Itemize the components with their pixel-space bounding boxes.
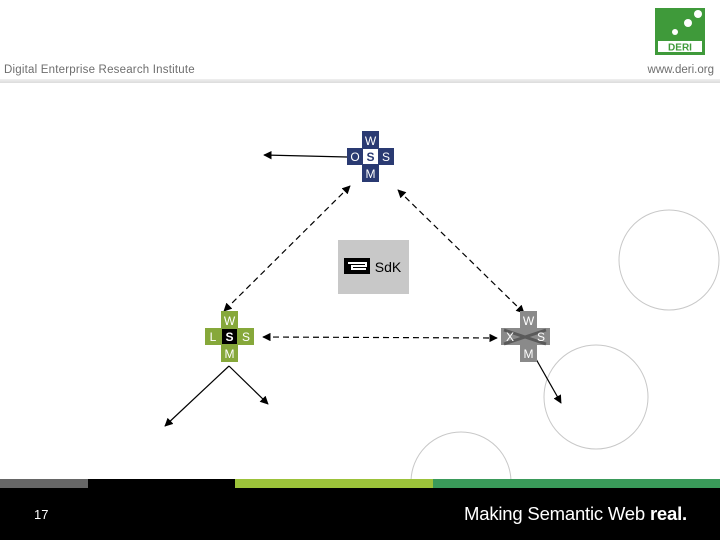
footer-bar-lime [235, 479, 433, 488]
wsml-left-arrow [164, 365, 230, 427]
decorative-circle [410, 431, 512, 480]
wsmo-letter-s: S [366, 150, 374, 164]
wsml-letter-s: S [225, 330, 233, 344]
wsmo-wsml-dashed-arrow [223, 185, 351, 312]
wsmo-letter-m: M [366, 167, 376, 181]
deri-logo-text: DERI [668, 43, 692, 54]
tagline-normal: Making Semantic Web [464, 503, 650, 524]
header-divider [0, 79, 720, 83]
wsmx-outbound-arrow [535, 358, 562, 404]
architecture-diagram: W O S S M SdK W L S S M W X S M [164, 131, 720, 480]
wsmo-letter-s2: S [382, 150, 390, 164]
wsml-wsmx-dashed-arrow [262, 332, 498, 343]
wsmx-letter-m: M [524, 347, 534, 361]
footer-color-bars [0, 479, 720, 488]
wsml-letter-m: M [225, 347, 235, 361]
decorative-circle [543, 344, 649, 450]
wsmx-letter-x: X [506, 330, 514, 344]
decorative-circle [618, 209, 720, 311]
wsmo-letter-o: O [350, 150, 359, 164]
wsml-letter-w: W [224, 314, 236, 328]
wsmx-logo: W X S M [501, 311, 550, 362]
wsml-letter-s2: S [242, 330, 250, 344]
website-url: www.deri.org [647, 64, 714, 76]
slide-number: 17 [34, 507, 49, 522]
wsmx-letter-s: S [537, 330, 545, 344]
wsmx-letter-w: W [523, 314, 535, 328]
wsml-letter-l: L [210, 330, 217, 344]
wsmo-letter-w: W [365, 134, 377, 148]
tagline-bold: real. [649, 503, 687, 524]
sdk-logo-text: SdK [375, 259, 402, 275]
wsml-right-arrow [228, 365, 269, 405]
sdk-logo: SdK [338, 240, 409, 294]
footer [0, 479, 720, 540]
wsmo-logo: W O S S M [347, 131, 394, 182]
footer-bar-black [88, 479, 235, 488]
wsml-logo: W L S S M [205, 311, 254, 362]
institute-name: Digital Enterprise Research Institute [4, 64, 195, 76]
wsmo-wsmx-dashed-arrow [397, 189, 525, 314]
deri-logo: DERI [655, 8, 705, 55]
footer-bar-green [433, 479, 720, 488]
footer-bar-gray [0, 479, 88, 488]
tagline: Making Semantic Web real. [464, 503, 687, 525]
wsmo-outbound-arrow [263, 150, 348, 160]
